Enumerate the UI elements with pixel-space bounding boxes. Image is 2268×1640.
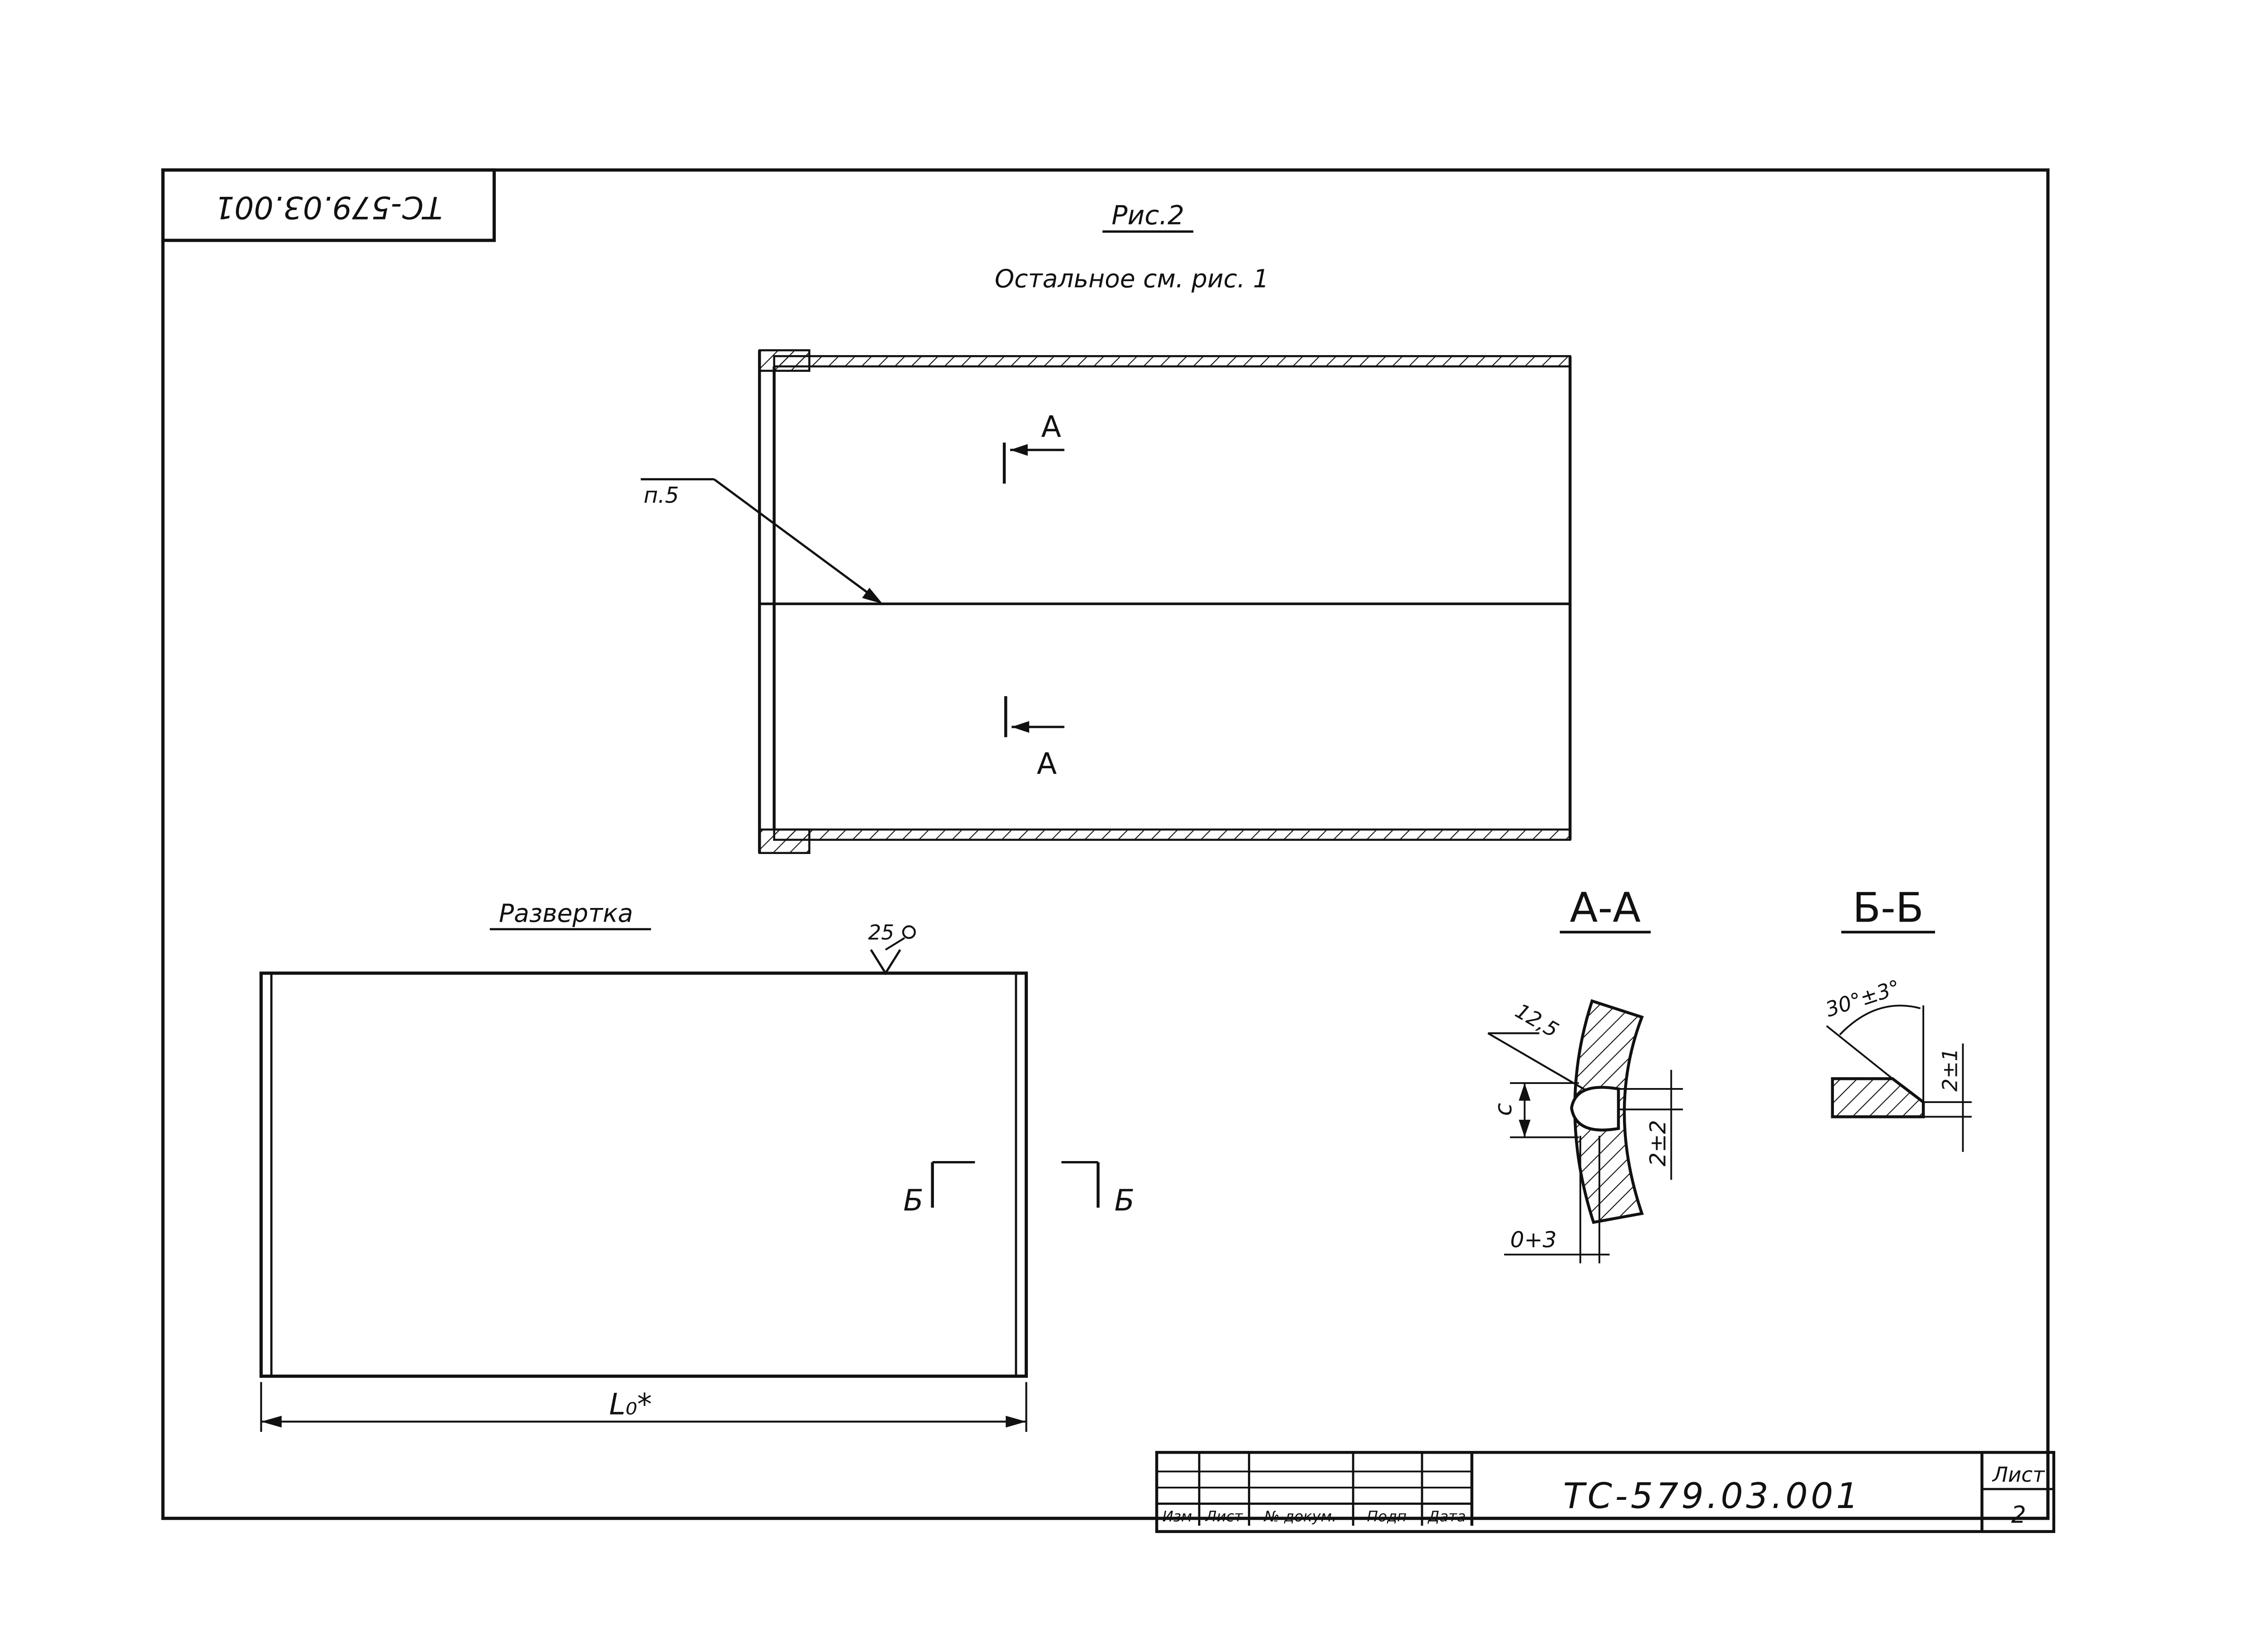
- unfold-title: Развертка: [499, 899, 633, 928]
- title-block-code: ТС-579.03.001: [1563, 1476, 1862, 1517]
- section-b-marker-left: Б: [903, 1184, 923, 1218]
- sheet-number: 2: [2011, 1501, 2026, 1528]
- length-label: L₀*: [609, 1387, 652, 1421]
- sheet-label: Лист: [1992, 1463, 2045, 1487]
- title-header-signature: Подп: [1367, 1508, 1407, 1525]
- pipe-side-view: [758, 349, 1572, 854]
- title-header-izm: Изм: [1162, 1508, 1192, 1525]
- section-a-marker-top: А: [1041, 410, 1061, 444]
- stamp-box: ТС-579.03.001: [161, 168, 496, 242]
- sheet-frame: [161, 168, 2050, 1520]
- section-a-marker-bottom: А: [1037, 747, 1057, 781]
- section-aa-weld-detail: [1487, 999, 1683, 1264]
- section-bb-bevel-detail: [1826, 1005, 1972, 1152]
- section-b-marker-right: Б: [1114, 1184, 1134, 1218]
- seam-leader: [640, 478, 883, 604]
- section-aa-title: А-А: [1570, 884, 1641, 932]
- aa-c-label: с: [1490, 1103, 1517, 1116]
- bb-angle-label: 30°±3°: [1823, 975, 1903, 1022]
- figure-note: Остальное см. рис. 1: [995, 264, 1269, 293]
- title-header-doc-no: № докум.: [1263, 1508, 1336, 1525]
- bb-land-label: 2±1: [1938, 1048, 1962, 1091]
- title-block: [1155, 1451, 2055, 1533]
- title-header-date: Дата: [1427, 1508, 1466, 1525]
- stamp-code-rotated: ТС-579.03.001: [215, 189, 442, 225]
- aa-radius-label: 12,5: [1511, 999, 1563, 1042]
- section-bb-title: Б-Б: [1853, 884, 1924, 932]
- leader-label: п.5: [644, 483, 679, 508]
- title-header-list: Лист: [1205, 1508, 1243, 1525]
- aa-gap-top-label: 2±2: [1645, 1120, 1671, 1166]
- unfolded-blank: [259, 925, 1100, 1432]
- aa-gap-bottom-label: 0+3: [1510, 1227, 1556, 1253]
- figure-title: Рис.2: [1112, 200, 1184, 230]
- weld-symbol-value: 25: [868, 920, 894, 944]
